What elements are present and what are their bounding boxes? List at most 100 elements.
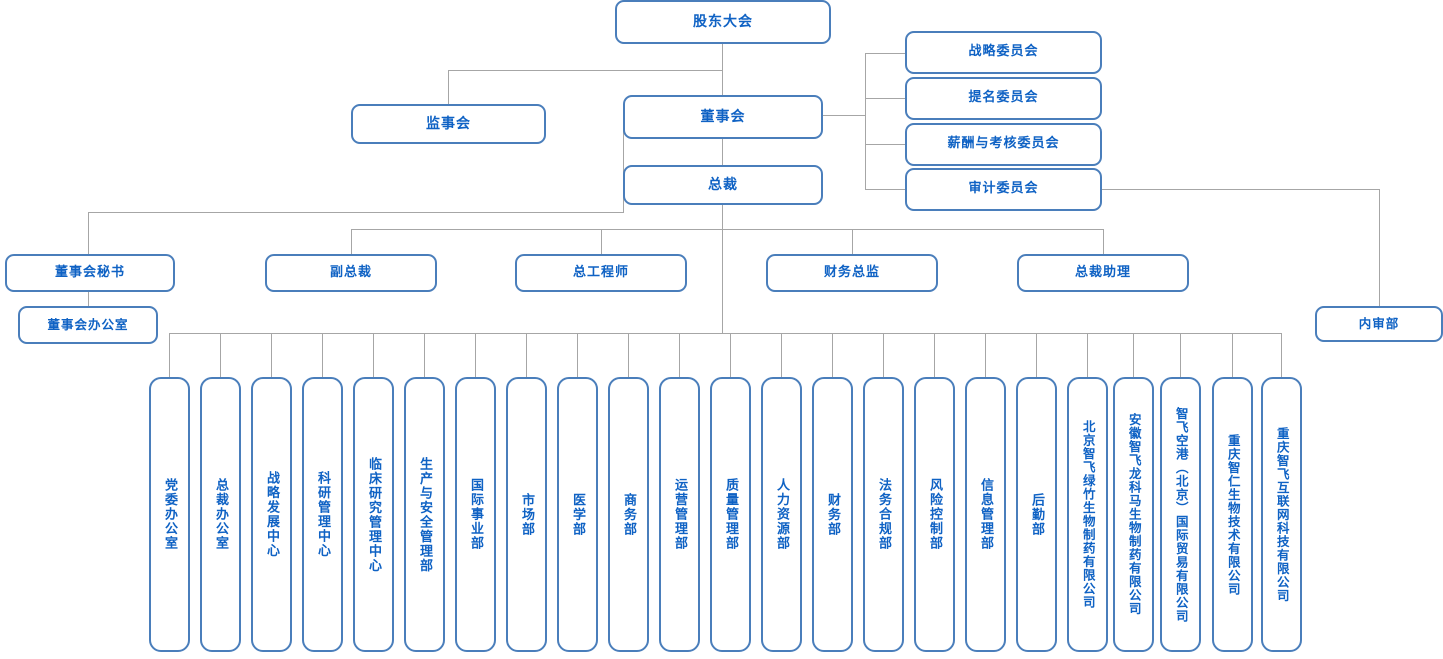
node-subsidiary-chongqing-zhifei-internet[interactable]: 重庆智飞互联网科技有限公司 xyxy=(1261,377,1302,652)
connector-dept-drop-18 xyxy=(1036,333,1037,377)
node-board-office[interactable]: 董事会办公室 xyxy=(18,306,158,344)
node-label: 董事会 xyxy=(700,108,746,125)
node-strategy-committee[interactable]: 战略委员会 xyxy=(905,31,1102,74)
node-dept-quality-management[interactable]: 质量管理部 xyxy=(710,377,751,652)
connector-audit-to-internal-audit-h xyxy=(1102,189,1379,190)
node-subsidiary-anhui-longcoma[interactable]: 安徽智飞龙科马生物制药有限公司 xyxy=(1113,377,1154,652)
node-compensation-assessment-committee[interactable]: 薪酬与考核委员会 xyxy=(905,123,1102,166)
connector-dept-drop-20 xyxy=(1133,333,1134,377)
node-dept-legal-compliance[interactable]: 法务合规部 xyxy=(863,377,904,652)
node-dept-international-business[interactable]: 国际事业部 xyxy=(455,377,496,652)
node-label: 财务总监 xyxy=(823,264,880,280)
node-chief-engineer[interactable]: 总工程师 xyxy=(515,254,687,292)
node-dept-medical[interactable]: 医学部 xyxy=(557,377,598,652)
node-label: 审计委员会 xyxy=(968,181,1039,197)
connector-dept-drop-6 xyxy=(424,333,425,377)
node-audit-committee[interactable]: 审计委员会 xyxy=(905,168,1102,211)
node-label: 重庆智飞互联网科技有限公司 xyxy=(1274,426,1290,603)
node-label: 市场部 xyxy=(519,492,534,537)
node-label: 科研管理中心 xyxy=(315,471,330,558)
node-label: 副总裁 xyxy=(329,264,372,280)
node-dept-president-office[interactable]: 总裁办公室 xyxy=(200,377,241,652)
connector-dept-drop-13 xyxy=(781,333,782,377)
node-label: 薪酬与考核委员会 xyxy=(947,136,1060,152)
node-shareholders-meeting[interactable]: 股东大会 xyxy=(615,0,831,44)
connector-dept-drop-21 xyxy=(1180,333,1181,377)
connector-dept-drop-12 xyxy=(730,333,731,377)
node-label: 生产与安全管理部 xyxy=(417,456,432,573)
connector-committee-1 xyxy=(865,53,905,54)
node-subsidiary-chongqing-zhiren[interactable]: 重庆智仁生物技术有限公司 xyxy=(1212,377,1253,652)
connector-to-chief-engineer xyxy=(601,229,602,254)
node-label: 智飞空港（北京）国际贸易有限公司 xyxy=(1173,406,1189,623)
node-label: 董事会办公室 xyxy=(47,316,129,332)
node-label: 安徽智飞龙科马生物制药有限公司 xyxy=(1126,413,1142,616)
connector-dept-drop-11 xyxy=(679,333,680,377)
node-board-of-directors[interactable]: 董事会 xyxy=(623,95,823,139)
node-label: 医学部 xyxy=(570,492,585,537)
node-nomination-committee[interactable]: 提名委员会 xyxy=(905,77,1102,120)
connector-committee-2 xyxy=(865,98,905,99)
connector-department-bus xyxy=(169,333,1281,334)
node-label: 信息管理部 xyxy=(978,478,993,551)
node-supervisory-board[interactable]: 监事会 xyxy=(351,104,546,144)
connector-dept-drop-14 xyxy=(832,333,833,377)
node-label: 总工程师 xyxy=(572,264,629,280)
connector-dept-drop-10 xyxy=(628,333,629,377)
connector-committee-3 xyxy=(865,144,905,145)
connector-dept-drop-7 xyxy=(475,333,476,377)
node-label: 监事会 xyxy=(426,115,471,132)
node-dept-finance[interactable]: 财务部 xyxy=(812,377,853,652)
node-dept-risk-control[interactable]: 风险控制部 xyxy=(914,377,955,652)
node-president-assistant[interactable]: 总裁助理 xyxy=(1017,254,1189,292)
node-dept-marketing[interactable]: 市场部 xyxy=(506,377,547,652)
connector-dept-drop-19 xyxy=(1087,333,1088,377)
connector-dept-drop-1 xyxy=(169,333,170,377)
node-label: 董事会秘书 xyxy=(54,264,125,280)
node-dept-production-safety-management[interactable]: 生产与安全管理部 xyxy=(404,377,445,652)
connector-audit-to-internal-audit-v xyxy=(1379,189,1380,306)
connector-board-to-president xyxy=(722,139,723,167)
node-label: 重庆智仁生物技术有限公司 xyxy=(1225,433,1241,596)
connector-dept-drop-3 xyxy=(271,333,272,377)
node-label: 运营管理部 xyxy=(672,478,687,551)
node-dept-operations-management[interactable]: 运营管理部 xyxy=(659,377,700,652)
connector-to-board-secretary xyxy=(88,212,89,254)
connector-dept-drop-16 xyxy=(934,333,935,377)
node-label: 党委办公室 xyxy=(162,478,177,551)
node-dept-logistics[interactable]: 后勤部 xyxy=(1016,377,1057,652)
node-label: 质量管理部 xyxy=(723,478,738,551)
connector-board-to-committees xyxy=(823,115,865,116)
node-board-secretary[interactable]: 董事会秘书 xyxy=(5,254,175,292)
connector-supervisory-vertical xyxy=(448,70,449,104)
connector-to-vice-president xyxy=(351,229,352,254)
connector-board-left-leg xyxy=(623,115,624,212)
node-dept-party-committee-office[interactable]: 党委办公室 xyxy=(149,377,190,652)
connector-dept-drop-2 xyxy=(220,333,221,377)
connector-secretary-bus xyxy=(88,212,624,213)
node-label: 国际事业部 xyxy=(468,478,483,551)
node-dept-human-resources[interactable]: 人力资源部 xyxy=(761,377,802,652)
node-dept-strategic-development-center[interactable]: 战略发展中心 xyxy=(251,377,292,652)
node-dept-information-management[interactable]: 信息管理部 xyxy=(965,377,1006,652)
node-subsidiary-zhifei-konggang-beijing[interactable]: 智飞空港（北京）国际贸易有限公司 xyxy=(1160,377,1201,652)
node-label: 战略发展中心 xyxy=(264,471,279,558)
node-internal-audit-dept[interactable]: 内审部 xyxy=(1315,306,1443,342)
connector-dept-drop-23 xyxy=(1281,333,1282,377)
node-vice-president[interactable]: 副总裁 xyxy=(265,254,437,292)
node-label: 提名委员会 xyxy=(968,90,1039,106)
node-dept-business[interactable]: 商务部 xyxy=(608,377,649,652)
node-dept-research-management-center[interactable]: 科研管理中心 xyxy=(302,377,343,652)
node-president[interactable]: 总裁 xyxy=(623,165,823,205)
node-label: 法务合规部 xyxy=(876,478,891,551)
node-subsidiary-beijing-luzhu[interactable]: 北京智飞绿竹生物制药有限公司 xyxy=(1067,377,1108,652)
node-cfo[interactable]: 财务总监 xyxy=(766,254,938,292)
connector-shareholders-to-board xyxy=(722,44,723,100)
node-dept-clinical-research-management-center[interactable]: 临床研究管理中心 xyxy=(353,377,394,652)
connector-committee-4 xyxy=(865,189,905,190)
connector-to-president-assistant xyxy=(1103,229,1104,254)
connector-executive-bus xyxy=(351,229,1104,230)
connector-secretary-to-office xyxy=(88,292,89,306)
connector-dept-drop-8 xyxy=(526,333,527,377)
node-label: 总裁助理 xyxy=(1074,264,1131,280)
